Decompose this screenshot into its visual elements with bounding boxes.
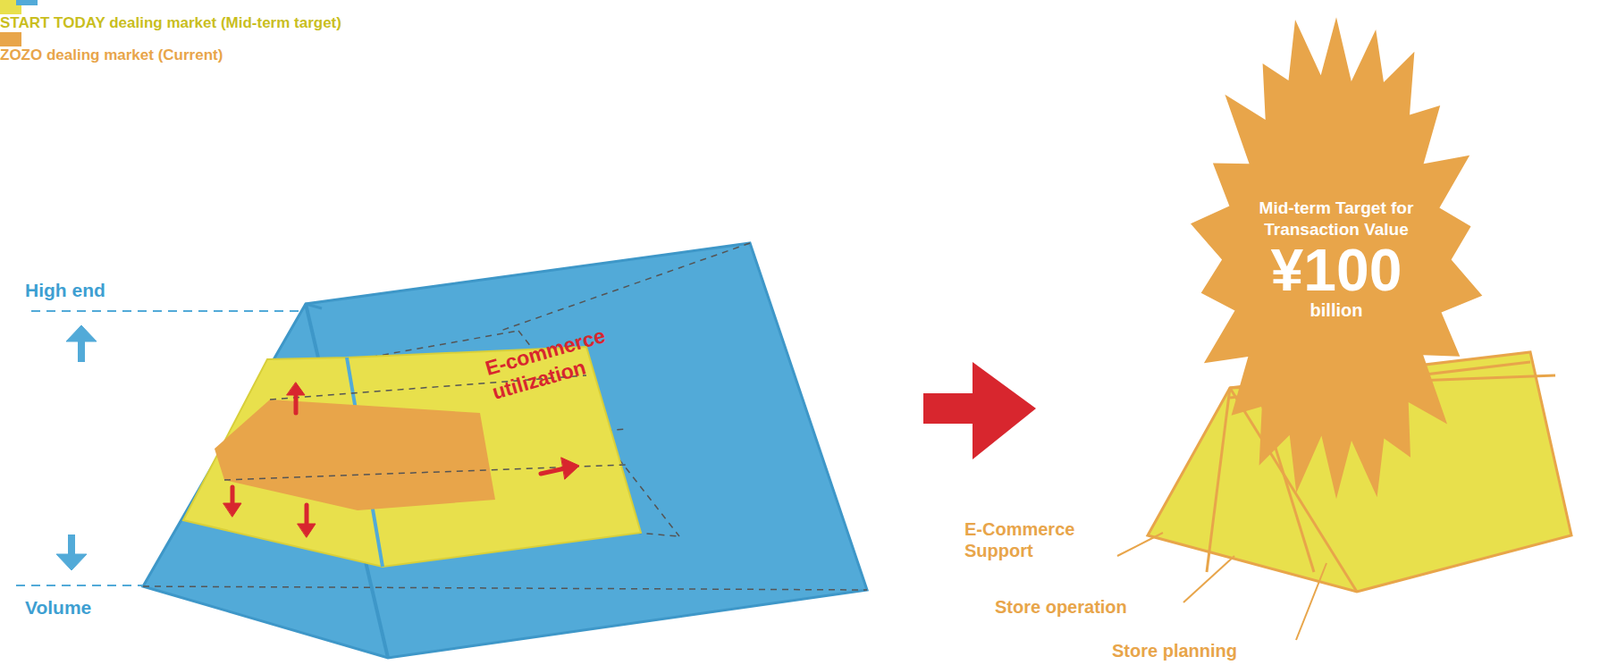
axis-label: Volume [25, 596, 92, 619]
part-label: Store planning [1111, 640, 1238, 662]
badge-text: ¥100 [1271, 240, 1403, 300]
part-label: Store operation [994, 596, 1128, 618]
part-label: E-Commerce Support [964, 518, 1081, 562]
badge-text: billion [1310, 299, 1364, 322]
legend-row: ZOZO dealing market (Current) [0, 32, 1600, 65]
legend-text: START TODAY dealing market (Mid-term tar… [0, 14, 342, 32]
starburst-badge: Mid-term Target for Transaction Value¥10… [1188, 7, 1484, 513]
badge-content: Mid-term Target for Transaction Value¥10… [1188, 7, 1484, 513]
axis-label: High end [25, 278, 106, 302]
badge-text: Mid-term Target for Transaction Value [1251, 197, 1422, 241]
legend-text: ZOZO dealing market (Current) [0, 46, 223, 64]
legend-row: START TODAY dealing market (Mid-term tar… [0, 0, 1600, 33]
legend-swatch [0, 32, 22, 47]
